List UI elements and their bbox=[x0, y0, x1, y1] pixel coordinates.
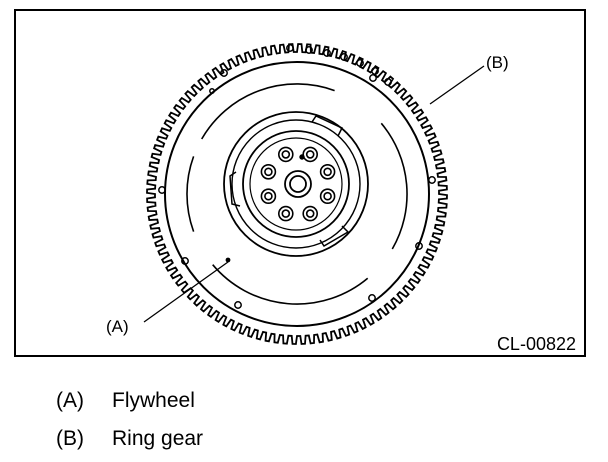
center-bore-inner bbox=[289, 175, 307, 193]
figure-frame bbox=[14, 9, 586, 357]
flywheel-inner-arcs bbox=[186, 83, 408, 305]
inner-arc-left bbox=[186, 156, 195, 232]
bolt-hole bbox=[319, 188, 336, 204]
bolt-hole bbox=[260, 188, 277, 204]
face-hole bbox=[220, 69, 228, 77]
callout-a-leader bbox=[143, 261, 229, 323]
ring-gear-outline bbox=[146, 43, 448, 345]
balance-hole bbox=[340, 53, 348, 61]
balance-hole bbox=[323, 49, 331, 57]
face-hole bbox=[234, 301, 242, 309]
callout-a-dot bbox=[225, 257, 231, 263]
inner-arc-upper-left bbox=[201, 83, 335, 140]
hub-assembly bbox=[223, 111, 369, 257]
balance-holes bbox=[286, 44, 392, 86]
bolt-hole bbox=[260, 164, 277, 180]
hub-mid-ring bbox=[231, 119, 361, 249]
hub-plate-inner bbox=[249, 137, 343, 231]
dowel-pin bbox=[299, 154, 305, 160]
legend-label-ring-gear: Ring gear bbox=[112, 427, 204, 450]
flywheel-face-holes bbox=[158, 69, 436, 309]
figure-id-code: CL-00822 bbox=[497, 334, 576, 354]
callout-b-leader bbox=[429, 65, 485, 105]
flywheel-body bbox=[158, 44, 436, 327]
callout-b-label: (B) bbox=[486, 53, 509, 72]
balance-hole bbox=[305, 46, 313, 54]
bolt-hole bbox=[277, 205, 294, 222]
legend-label-flywheel: Flywheel bbox=[112, 389, 195, 412]
face-hole bbox=[368, 294, 376, 302]
bolt-hole bbox=[302, 205, 319, 222]
inner-arc-lower bbox=[212, 264, 369, 305]
hub-tab-bottom bbox=[319, 225, 350, 248]
face-hole bbox=[158, 186, 166, 194]
hub-tab-left bbox=[229, 171, 241, 207]
face-hole bbox=[209, 88, 215, 94]
face-hole bbox=[428, 176, 436, 184]
inner-arc-right bbox=[380, 122, 408, 250]
balance-hole bbox=[369, 74, 377, 82]
crankshaft-bolt-holes bbox=[260, 146, 336, 222]
balance-hole bbox=[286, 44, 294, 52]
callout-a-label: (A) bbox=[106, 317, 129, 336]
legend-key-b: (B) bbox=[56, 427, 84, 450]
bolt-hole bbox=[277, 146, 294, 163]
balance-hole bbox=[356, 59, 364, 67]
face-hole bbox=[415, 242, 423, 250]
bolt-hole bbox=[302, 146, 319, 163]
face-hole bbox=[181, 257, 189, 265]
hub-outer-ring bbox=[223, 111, 369, 257]
balance-hole bbox=[371, 67, 379, 75]
hub-plate bbox=[242, 130, 350, 238]
balance-hole bbox=[384, 78, 392, 86]
bolt-hole bbox=[319, 164, 336, 180]
center-bore-outer bbox=[284, 170, 312, 198]
flywheel-face-outline bbox=[164, 61, 430, 327]
legend-key-a: (A) bbox=[56, 389, 84, 412]
ring-gear-teeth bbox=[146, 43, 448, 345]
hub-tab-top bbox=[311, 115, 344, 137]
